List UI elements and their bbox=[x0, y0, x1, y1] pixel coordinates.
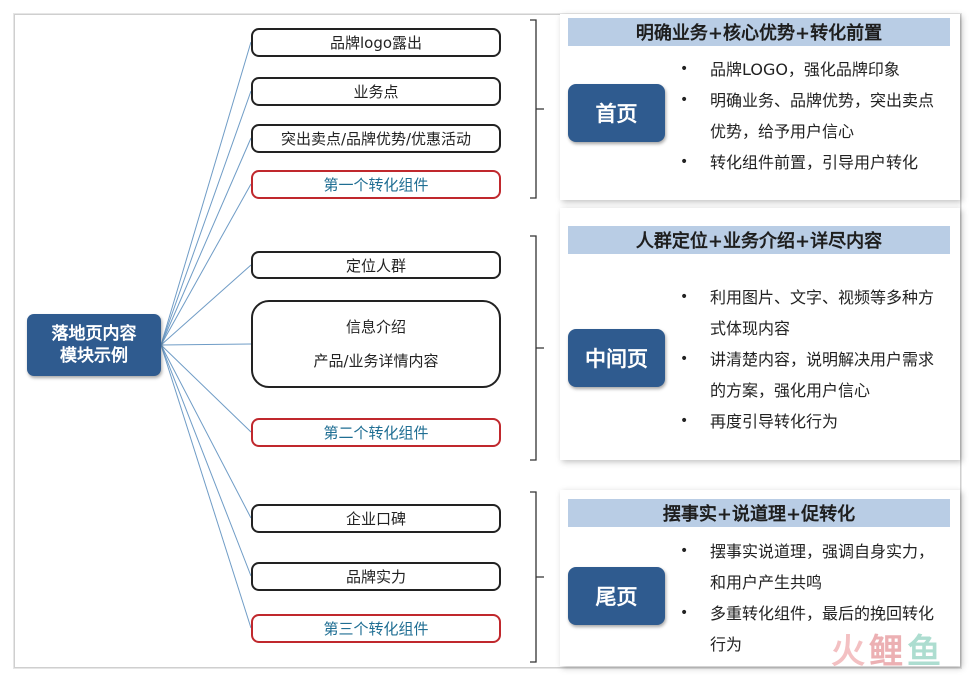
connector bbox=[160, 264, 252, 346]
connector bbox=[160, 344, 252, 577]
bullet-item: 利用图片、文字、视频等多种方式体现内容 bbox=[680, 282, 945, 344]
panel-middle-title: 人群定位+业务介绍+详尽内容 bbox=[568, 226, 950, 254]
bullet-item: 摆事实说道理，强调自身实力，和用户产生共鸣 bbox=[680, 536, 945, 598]
panel-end-bullets: 摆事实说道理，强调自身实力，和用户产生共鸣 多重转化组件，最后的挽回转化行为 bbox=[680, 536, 945, 660]
root-line1: 落地页内容 bbox=[51, 324, 137, 344]
node-target-audience: 定位人群 bbox=[251, 251, 501, 279]
node-info-line1: 信息介绍 bbox=[345, 318, 406, 336]
bullet-item: 品牌LOGO，强化品牌印象 bbox=[680, 54, 945, 85]
node-reputation: 企业口碑 bbox=[251, 504, 501, 533]
node-second-conversion: 第二个转化组件 bbox=[251, 418, 501, 447]
node-first-conversion: 第一个转化组件 bbox=[251, 170, 501, 199]
watermark-logo: 火鲤鱼 bbox=[831, 624, 945, 673]
badge-end: 尾页 bbox=[568, 567, 665, 625]
connector bbox=[160, 343, 252, 346]
connector bbox=[160, 41, 252, 346]
bracket-second bbox=[530, 235, 544, 461]
watermark-part2: 鲤 bbox=[869, 632, 907, 672]
bracket-first bbox=[530, 19, 544, 199]
panel-home: 明确业务+核心优势+转化前置 首页 品牌LOGO，强化品牌印象 明确业务、品牌优… bbox=[560, 14, 960, 200]
panel-middle: 人群定位+业务介绍+详尽内容 中间页 利用图片、文字、视频等多种方式体现内容 讲… bbox=[560, 208, 960, 460]
connector bbox=[160, 344, 252, 519]
root-line2: 模块示例 bbox=[60, 346, 128, 366]
watermark-part1: 火 bbox=[831, 632, 869, 672]
node-info-intro: 信息介绍 产品/业务详情内容 bbox=[251, 300, 501, 388]
node-third-conversion: 第三个转化组件 bbox=[251, 614, 501, 643]
node-info-line2: 产品/业务详情内容 bbox=[313, 352, 439, 370]
connector bbox=[160, 90, 252, 346]
panel-end: 摆事实+说道理+促转化 尾页 摆事实说道理，强调自身实力，和用户产生共鸣 多重转… bbox=[560, 490, 960, 666]
node-brand-logo: 品牌logo露出 bbox=[251, 28, 501, 57]
panel-middle-bullets: 利用图片、文字、视频等多种方式体现内容 讲清楚内容，说明解决用户需求的方案，强化… bbox=[680, 282, 945, 437]
bullet-item: 多重转化组件，最后的挽回转化行为 bbox=[680, 598, 945, 660]
bracket-third bbox=[530, 491, 544, 663]
connector bbox=[160, 344, 252, 433]
bullet-item: 讲清楚内容，说明解决用户需求的方案，强化用户信心 bbox=[680, 344, 945, 406]
panel-end-title: 摆事实+说道理+促转化 bbox=[568, 499, 950, 527]
root-node: 落地页内容 模块示例 bbox=[27, 314, 161, 376]
connector bbox=[160, 137, 252, 346]
panel-home-bullets: 品牌LOGO，强化品牌印象 明确业务、品牌优势，突出卖点优势，给予用户信心 转化… bbox=[680, 54, 945, 178]
bullet-item: 再度引导转化行为 bbox=[680, 406, 945, 437]
panel-home-title: 明确业务+核心优势+转化前置 bbox=[568, 18, 950, 46]
bullet-item: 转化组件前置，引导用户转化 bbox=[680, 147, 945, 178]
badge-middle: 中间页 bbox=[568, 329, 665, 387]
connector bbox=[160, 344, 252, 629]
node-selling-points: 突出卖点/品牌优势/优惠活动 bbox=[251, 124, 501, 153]
connector bbox=[160, 183, 252, 346]
node-brand-strength: 品牌实力 bbox=[251, 562, 501, 591]
bullet-item: 明确业务、品牌优势，突出卖点优势，给予用户信心 bbox=[680, 85, 945, 147]
node-business-point: 业务点 bbox=[251, 77, 501, 106]
badge-home: 首页 bbox=[568, 84, 665, 142]
watermark-part3: 鱼 bbox=[907, 632, 945, 672]
